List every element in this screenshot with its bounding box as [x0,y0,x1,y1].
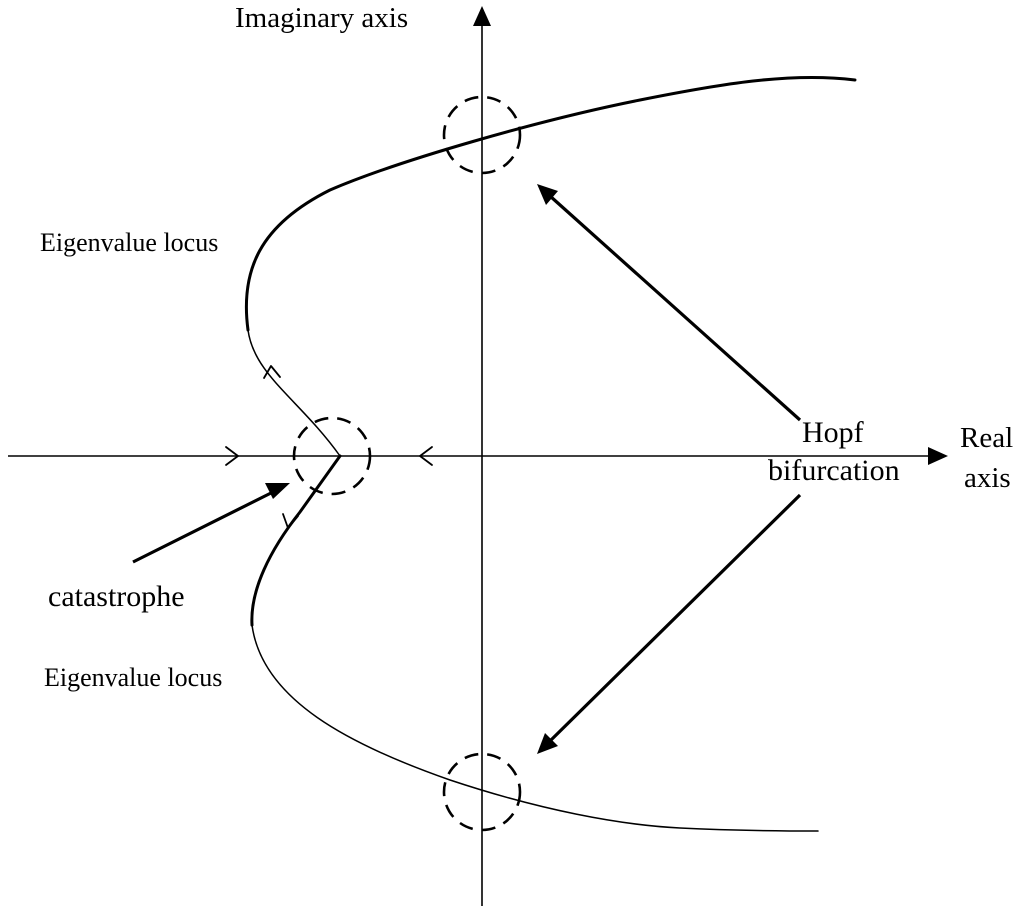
catastrophe-pointer [132,489,276,564]
lower-locus [250,454,819,832]
catastrophe-circle [292,416,372,496]
imaginary-axis-label: Imaginary axis [235,2,408,34]
hopf-pointer-lower-head [537,733,558,754]
hopf-circle-upper [442,95,522,175]
hopf-pointer-upper [548,194,802,422]
hopf-bifurcation-label-line1: Hopf [802,416,864,449]
hopf-pointer-lower [548,493,802,743]
upper-locus [244,75,857,457]
catastrophe-pointer-head [265,483,290,499]
real-axis-left-direction-arrow [225,446,239,466]
upper-locus-curve [244,75,857,332]
real-axis-label-line1: Real [960,422,1013,454]
lower-locus-direction-arrow [282,513,299,529]
lower-locus-upper-segment [250,454,342,627]
upper-locus-direction-arrow [263,365,281,379]
catastrophe-label: catastrophe [48,580,185,613]
imaginary-axis-arrowhead [473,6,491,26]
real-axis-label-line2: axis [964,462,1011,494]
real-axis-right-direction-arrow [419,446,433,466]
eigenvalue-locus-label-lower: Eigenvalue locus [44,663,222,692]
lower-locus-curve [251,624,819,832]
eigenvalue-locus-label-upper: Eigenvalue locus [40,228,218,257]
hopf-pointer-upper-head [537,184,558,205]
hopf-circle-lower [442,752,522,832]
hopf-bifurcation-label-line2: bifurcation [768,454,900,487]
real-axis-arrowhead [928,447,948,465]
hopf-pointers [537,184,802,754]
upper-locus-tail [247,329,341,457]
